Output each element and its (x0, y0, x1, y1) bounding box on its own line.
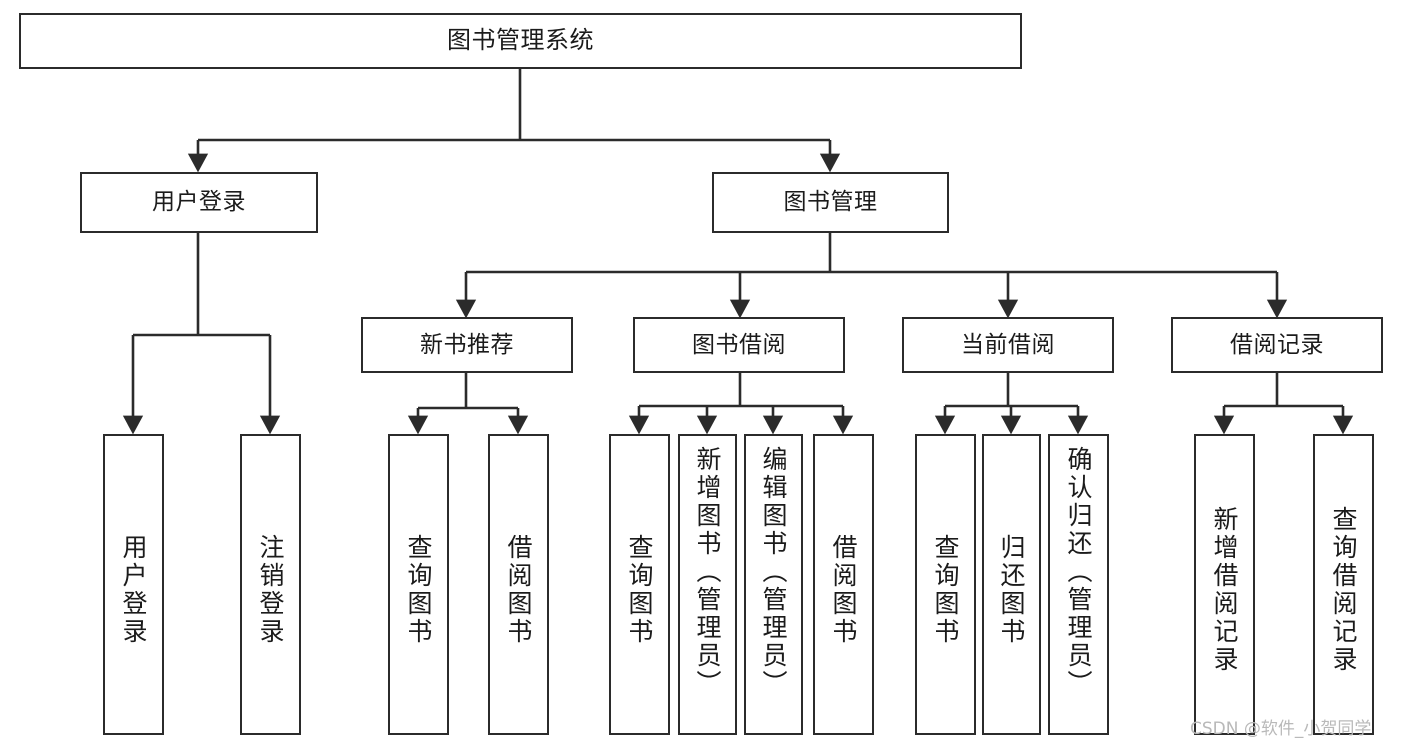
node-borrow-record[interactable]: 借阅记录 (1171, 317, 1383, 373)
leaf-current-query-book[interactable]: 查询图书 (915, 434, 976, 735)
node-label: 新增借阅记录 (1210, 505, 1239, 674)
node-label: 新书推荐 (420, 331, 514, 358)
node-root-book-management-system[interactable]: 图书管理系统 (19, 13, 1022, 69)
node-label: 查询借阅记录 (1329, 505, 1358, 674)
leaf-record-query-borrow-record[interactable]: 查询借阅记录 (1313, 434, 1374, 735)
node-label: 图书管理 (783, 189, 878, 216)
leaf-user-login-logout[interactable]: 注销登录 (240, 434, 301, 735)
node-label: 查询图书 (404, 533, 433, 646)
leaf-borrow-borrow-book[interactable]: 借阅图书 (813, 434, 874, 735)
leaf-borrow-query-book[interactable]: 查询图书 (609, 434, 670, 735)
node-label: 注销登录 (256, 533, 285, 646)
node-label: 查询图书 (931, 533, 960, 646)
leaf-new-book-borrow-book[interactable]: 借阅图书 (488, 434, 549, 735)
node-label: 图书管理系统 (447, 26, 594, 55)
node-label: 当前借阅 (961, 331, 1055, 358)
leaf-user-login-login[interactable]: 用户登录 (103, 434, 164, 735)
node-label: 借阅图书 (829, 533, 858, 646)
node-label: 借阅记录 (1230, 331, 1324, 358)
csdn-watermark: CSDN @软件_小贺同学 (1190, 719, 1372, 739)
leaf-current-confirm-return-admin[interactable]: 确认归还（管理员） (1048, 434, 1109, 735)
node-book-borrow[interactable]: 图书借阅 (633, 317, 845, 373)
leaf-borrow-edit-book-admin[interactable]: 编辑图书（管理员） (744, 434, 803, 735)
leaf-new-book-query-book[interactable]: 查询图书 (388, 434, 449, 735)
leaf-current-return-book[interactable]: 归还图书 (982, 434, 1041, 735)
leaf-borrow-add-book-admin[interactable]: 新增图书（管理员） (678, 434, 737, 735)
node-label: 用户登录 (152, 189, 246, 216)
node-new-book-recommend[interactable]: 新书推荐 (361, 317, 573, 373)
node-label: 查询图书 (625, 533, 654, 646)
node-label: 借阅图书 (504, 533, 533, 646)
node-label: 图书借阅 (692, 331, 786, 358)
node-label: 归还图书 (997, 533, 1026, 646)
node-user-login[interactable]: 用户登录 (80, 172, 318, 233)
node-book-management[interactable]: 图书管理 (712, 172, 949, 233)
node-current-borrow[interactable]: 当前借阅 (902, 317, 1114, 373)
node-label: 编辑图书（管理员） (759, 446, 788, 698)
leaf-record-add-borrow-record[interactable]: 新增借阅记录 (1194, 434, 1255, 735)
node-label: 新增图书（管理员） (693, 446, 722, 698)
node-label: 用户登录 (119, 533, 148, 646)
node-label: 确认归还（管理员） (1064, 446, 1093, 698)
